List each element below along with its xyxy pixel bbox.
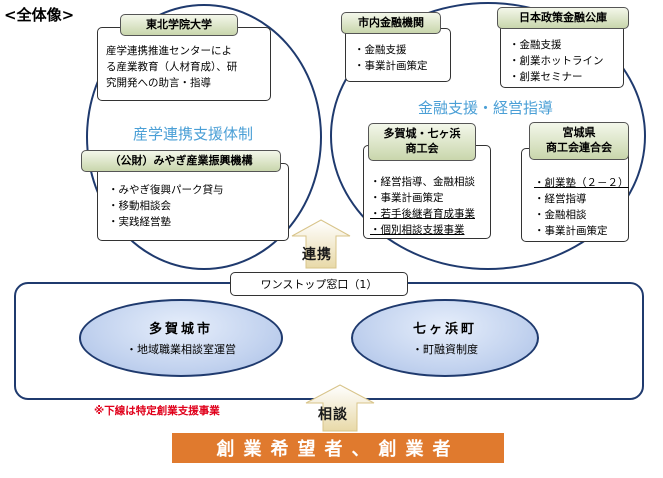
jfc-list: ・金融支援 ・創業ホットライン ・創業セミナー bbox=[509, 37, 623, 85]
finance-label: 金融支援・経営指導 bbox=[418, 99, 554, 117]
list-item: ・移動相談会 bbox=[108, 200, 171, 212]
list-item: ・金融相談 bbox=[534, 209, 587, 221]
list-item: ・経営指導 bbox=[534, 193, 587, 205]
list-item: ・事業計画策定 bbox=[370, 192, 444, 204]
miyagi-foundation-header: （公財）みやぎ産業振興機構 bbox=[81, 150, 281, 172]
soudan-arrow-icon bbox=[305, 384, 375, 432]
tohoku-gakuin-box: 産学連携推進センターによ る産業教育（人材育成）、研 究開発への助言・指導 bbox=[97, 27, 271, 101]
list-item: ・創業ホットライン bbox=[509, 55, 604, 67]
tagajo-chamber-header: 多賀城・七ヶ浜 商工会 bbox=[368, 123, 476, 161]
founders-bar: 創業希望者、創業者 bbox=[172, 433, 504, 463]
shichigahama-title: 七ヶ浜町 bbox=[412, 322, 477, 337]
one-stop-window: ワンストップ窓口（1） bbox=[230, 272, 408, 296]
list-item: ・創業塾（２－２） bbox=[534, 177, 629, 189]
miyagi-federation-header: 宮城県 商工会連合会 bbox=[529, 122, 629, 160]
list-item: ・みやぎ復興パーク貸与 bbox=[108, 184, 224, 196]
shichigahama-sub: ・町融資制度 bbox=[412, 343, 478, 356]
jfc-box: ・金融支援 ・創業ホットライン ・創業セミナー bbox=[500, 24, 624, 88]
jfc-header: 日本政策金融公庫 bbox=[497, 7, 629, 29]
tagajo-chamber-list: ・経営指導、金融相談 ・事業計画策定 ・若手後継者育成事業 ・個別相談支援事業 bbox=[370, 174, 490, 238]
renkei-label: 連携 bbox=[302, 247, 332, 263]
tohoku-gakuin-desc: 産学連携推進センターによ る産業教育（人材育成）、研 究開発への助言・指導 bbox=[106, 45, 238, 89]
miyagi-federation-list: ・創業塾（２－２） ・経営指導 ・金融相談 ・事業計画策定 bbox=[534, 175, 629, 239]
city-bank-box: ・金融支援 ・事業計画策定 bbox=[345, 28, 451, 82]
list-item: ・金融支援 bbox=[354, 44, 407, 56]
city-bank-header: 市内金融機関 bbox=[341, 12, 441, 34]
list-item: ・金融支援 bbox=[509, 39, 562, 51]
industry-academia-label: 産学連携支援体制 bbox=[133, 125, 254, 143]
list-item: ・実践経営塾 bbox=[108, 216, 171, 228]
city-bank-list: ・金融支援 ・事業計画策定 bbox=[354, 42, 450, 74]
list-item: ・経営指導、金融相談 bbox=[370, 176, 475, 188]
soudan-label: 相談 bbox=[318, 407, 348, 423]
underline-note: ※下線は特定創業支援事業 bbox=[94, 405, 220, 417]
tagajo-city-oval: 多賀城市 ・地域職業相談室運営 bbox=[79, 299, 283, 377]
list-item: ・個別相談支援事業 bbox=[370, 224, 465, 236]
miyagi-foundation-box: ・みやぎ復興パーク貸与 ・移動相談会 ・実践経営塾 bbox=[97, 163, 289, 241]
miyagi-foundation-list: ・みやぎ復興パーク貸与 ・移動相談会 ・実践経営塾 bbox=[108, 182, 288, 230]
miyagi-federation-box: ・創業塾（２－２） ・経営指導 ・金融相談 ・事業計画策定 bbox=[521, 148, 629, 242]
renkei-arrow-icon bbox=[291, 219, 351, 269]
list-item: ・創業セミナー bbox=[509, 71, 583, 83]
shichigahama-oval: 七ヶ浜町 ・町融資制度 bbox=[351, 299, 539, 377]
tagajo-city-title: 多賀城市 bbox=[148, 322, 213, 337]
page-heading: <全体像> bbox=[4, 6, 75, 24]
list-item: ・事業計画策定 bbox=[354, 60, 428, 72]
list-item: ・事業計画策定 bbox=[534, 225, 608, 237]
list-item: ・若手後継者育成事業 bbox=[370, 208, 475, 220]
tagajo-city-sub: ・地域職業相談室運営 bbox=[126, 343, 236, 356]
tohoku-gakuin-header: 東北学院大学 bbox=[120, 14, 238, 36]
